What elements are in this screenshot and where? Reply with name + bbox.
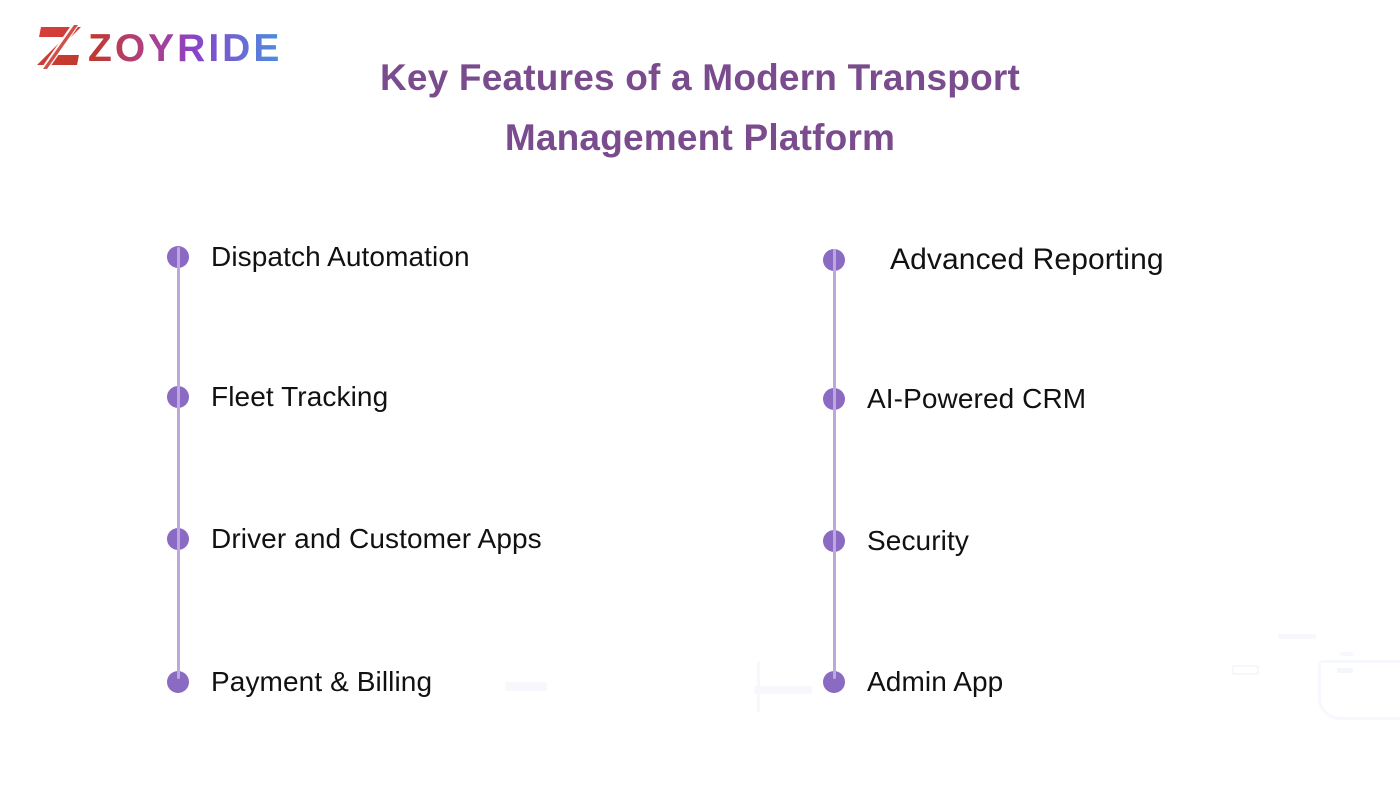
- brand-logo[interactable]: ZOYRIDE: [34, 20, 282, 74]
- brand-name: ZOYRIDE: [88, 26, 283, 70]
- feature-item[interactable]: Driver and Customer Apps: [167, 523, 542, 555]
- feature-label: Dispatch Automation: [211, 241, 470, 272]
- timeline-connector-line: [833, 249, 836, 679]
- feature-label: Advanced Reporting: [890, 243, 1164, 276]
- feature-label: AI-Powered CRM: [867, 383, 1087, 414]
- bullet-dot-icon: [167, 671, 189, 693]
- bullet-dot-icon: [823, 671, 845, 693]
- feature-item[interactable]: Payment & Billing: [167, 666, 432, 698]
- page-title-line-1: Key Features of a Modern Transport: [379, 57, 1021, 98]
- feature-label: Security: [867, 525, 969, 556]
- feature-item[interactable]: AI-Powered CRM: [823, 383, 1086, 415]
- zoyride-z-mark-icon: [34, 22, 86, 72]
- feature-label: Fleet Tracking: [211, 381, 389, 412]
- feature-label: Admin App: [867, 666, 1004, 697]
- timeline-connector-line: [177, 247, 180, 679]
- feature-item[interactable]: Advanced Reporting: [823, 243, 1164, 277]
- feature-item[interactable]: Security: [823, 525, 969, 557]
- page-title-line-2: Management Platform: [504, 116, 896, 158]
- feature-item[interactable]: Admin App: [823, 666, 1003, 698]
- feature-label: Payment & Billing: [211, 666, 433, 697]
- page-title: Key Features of a Modern Transport Manag…: [300, 48, 1100, 168]
- feature-item[interactable]: Fleet Tracking: [167, 381, 388, 413]
- feature-label: Driver and Customer Apps: [211, 523, 542, 554]
- feature-item[interactable]: Dispatch Automation: [167, 241, 470, 273]
